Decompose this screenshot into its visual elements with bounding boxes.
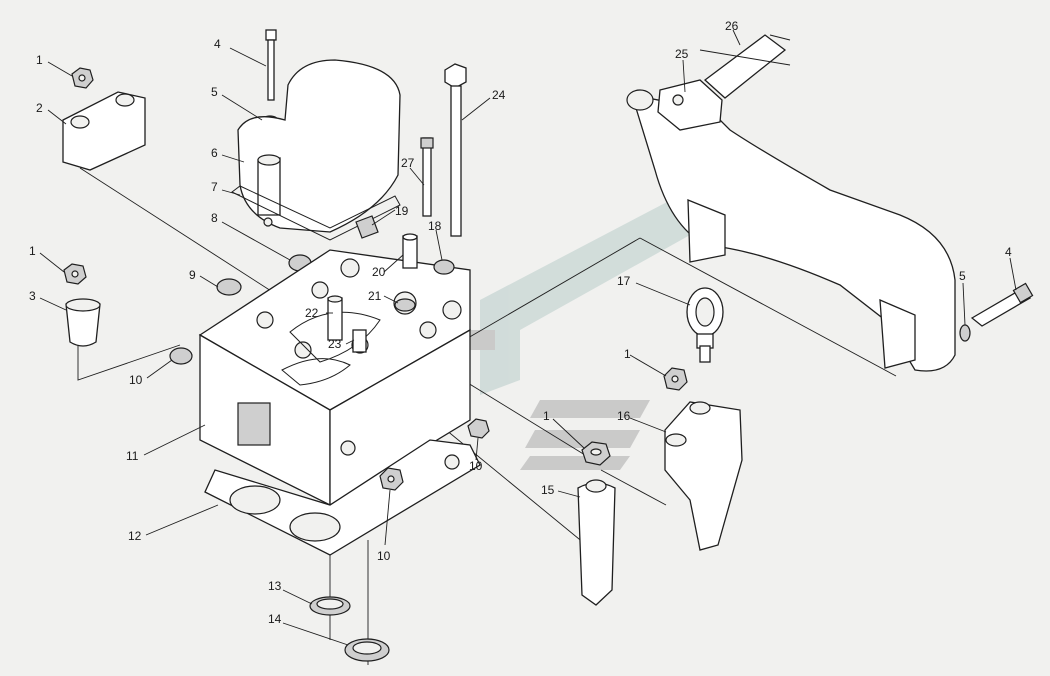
- seal-ring-14: [344, 638, 390, 662]
- insert-21: [394, 298, 416, 312]
- sleeve-3: [65, 298, 101, 347]
- callout-26: 26: [725, 19, 739, 33]
- fitting-26: [699, 34, 791, 99]
- exhaust-manifold: [626, 89, 956, 372]
- callout-10: 10: [469, 459, 483, 473]
- callout-labels: 1 2 1 3 4 5 6 7 8 9 10 11 12 13 14 10 10…: [29, 19, 1012, 626]
- support-15: [577, 479, 616, 606]
- callout-3: 3: [29, 289, 36, 303]
- seal-ring-13: [309, 596, 351, 616]
- callout-4: 4: [214, 37, 221, 51]
- callout-21: 21: [368, 289, 382, 303]
- lifting-eye-17: [686, 287, 724, 363]
- plug-20: [402, 233, 418, 269]
- callout-25: 25: [675, 47, 689, 61]
- spacer-block-2: [62, 91, 146, 171]
- washer-9: [216, 278, 242, 296]
- bolt-4-top: [265, 29, 277, 101]
- callout-7: 7: [211, 180, 218, 194]
- callout-24: 24: [492, 88, 506, 102]
- callout-4: 4: [1005, 245, 1012, 259]
- washer-10-left: [169, 347, 193, 365]
- gasket-12: [204, 439, 481, 556]
- gasket-7: [231, 185, 401, 241]
- callout-1: 1: [29, 244, 36, 258]
- washer-18: [433, 259, 455, 275]
- callout-27: 27: [401, 156, 415, 170]
- callout-6: 6: [211, 146, 218, 160]
- callout-1: 1: [36, 53, 43, 67]
- bolt-24: [444, 63, 467, 237]
- callout-5: 5: [211, 85, 218, 99]
- callout-20: 20: [372, 265, 386, 279]
- callout-15: 15: [541, 483, 555, 497]
- nut-10-right: [467, 418, 490, 439]
- nut-10-bottom: [379, 467, 404, 491]
- callout-leaders: [39, 29, 1017, 646]
- callout-10: 10: [129, 373, 143, 387]
- nut-1-right-lower: [581, 441, 611, 466]
- callout-23: 23: [328, 337, 342, 351]
- callout-14: 14: [268, 612, 282, 626]
- nut-1-right-upper: [663, 367, 688, 391]
- callout-10: 10: [377, 549, 391, 563]
- callout-16: 16: [617, 409, 631, 423]
- washer-5-right: [959, 324, 971, 342]
- support-16: [664, 401, 743, 551]
- callout-1: 1: [543, 409, 550, 423]
- valve-cover-6: [237, 59, 401, 233]
- callout-17: 17: [617, 274, 631, 288]
- nut-1-top: [71, 67, 94, 89]
- callout-13: 13: [268, 579, 282, 593]
- callout-19: 19: [395, 204, 409, 218]
- callout-8: 8: [211, 211, 218, 225]
- injector-22: [327, 295, 343, 341]
- bolt-4-right: [970, 282, 1034, 327]
- callout-11: 11: [126, 449, 139, 463]
- callout-5: 5: [959, 269, 966, 283]
- callout-2: 2: [36, 101, 43, 115]
- sleeve-23: [352, 329, 367, 353]
- callout-9: 9: [189, 268, 196, 282]
- cap-19: [355, 215, 379, 239]
- callout-12: 12: [128, 529, 142, 543]
- stud-27: [420, 137, 434, 217]
- callout-22: 22: [305, 306, 319, 320]
- flange-25: [657, 79, 723, 131]
- callout-18: 18: [428, 219, 442, 233]
- nut-1-middle: [63, 263, 87, 285]
- callout-1: 1: [624, 347, 631, 361]
